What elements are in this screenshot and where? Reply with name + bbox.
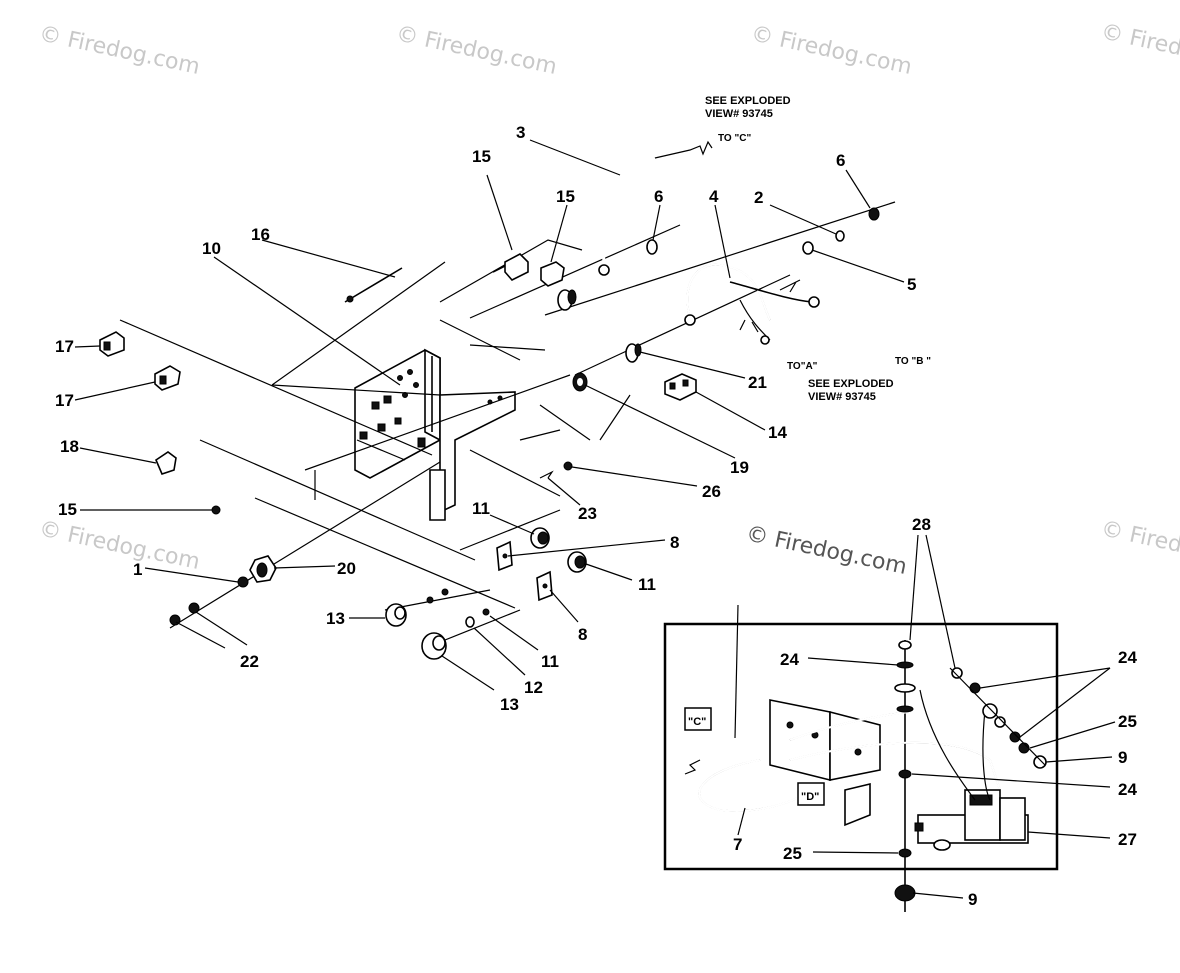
callout-24-lower: 24	[1118, 780, 1137, 799]
callout-5: 5	[907, 275, 916, 294]
callout-24: 24	[780, 650, 799, 669]
inset-detail	[663, 622, 1059, 912]
callout-1: 1	[133, 560, 142, 579]
part-14-connector	[664, 373, 697, 401]
part-12-washer	[465, 616, 475, 628]
inset-leader-lines	[734, 534, 1116, 899]
callout-28: 28	[912, 515, 931, 534]
part-21-bushing	[625, 343, 642, 363]
part-washer	[426, 596, 434, 604]
part-11-washer	[482, 608, 490, 616]
part-3-cable	[598, 140, 713, 276]
callout-20: 20	[337, 559, 356, 578]
part-4-harness	[684, 263, 820, 345]
callout-11-right: 11	[638, 575, 656, 594]
callout-13: 13	[326, 609, 345, 628]
callout-26: 26	[702, 482, 721, 501]
note-see-exploded-top: SEE EXPLODED	[705, 95, 791, 107]
callout-8: 8	[670, 533, 679, 552]
inset-label-d: "D"	[801, 791, 819, 803]
callout-9-bottom: 9	[968, 890, 977, 909]
watermark: © Firedog.com	[1099, 516, 1180, 574]
callout-6: 6	[654, 187, 663, 206]
watermark: © Firedog.com	[749, 21, 914, 79]
callout-15: 15	[472, 147, 491, 166]
callout-3: 3	[516, 123, 525, 142]
callout-25-lower: 25	[783, 844, 802, 863]
callout-18: 18	[60, 437, 79, 456]
callout-24-right: 24	[1118, 648, 1137, 667]
callout-22: 22	[240, 652, 259, 671]
assembly-lines	[119, 201, 896, 649]
part-8-plate	[496, 540, 513, 572]
note-to-a: TO"A"	[787, 361, 818, 372]
callout-27: 27	[1118, 830, 1137, 849]
part-17-clip-upper	[99, 331, 125, 357]
watermark: © Firedog.com	[1099, 19, 1180, 77]
part-6-washer-right	[868, 207, 880, 221]
callout-19: 19	[730, 458, 749, 477]
part-16-rod	[344, 267, 403, 303]
part-6-washer	[646, 239, 658, 255]
note-see-exploded-mid: SEE EXPLODED	[808, 378, 894, 390]
watermark: © Firedog.com	[37, 516, 202, 574]
callout-15-b: 15	[556, 187, 575, 206]
callout-8-lower: 8	[578, 625, 587, 644]
part-13-knob	[385, 603, 407, 627]
part-11-knob	[530, 527, 550, 549]
main-bracket	[354, 348, 516, 521]
part-15-switch	[492, 253, 529, 281]
part-22-nut	[188, 602, 200, 614]
note-view-number-top: VIEW# 93745	[705, 108, 773, 120]
callout-23: 23	[578, 504, 597, 523]
watermark-main: © Firedog.com	[744, 521, 909, 579]
note-view-number-mid: VIEW# 93745	[808, 391, 876, 403]
part-1-nut	[237, 576, 249, 588]
part-18-clip	[155, 451, 177, 475]
note-to-c: TO "C"	[718, 133, 751, 144]
part-17-clip-lower	[154, 365, 181, 391]
part-20-bushing	[249, 555, 277, 583]
part-5-washer	[802, 241, 814, 255]
callout-17-lower: 17	[55, 391, 74, 410]
inset-label-c: "C"	[688, 716, 706, 728]
callout-25: 25	[1118, 712, 1137, 731]
callout-7: 7	[733, 835, 742, 854]
callout-10: 10	[202, 239, 221, 258]
callout-11-lower: 11	[541, 652, 559, 671]
part-bushing	[557, 289, 577, 311]
callout-12: 12	[524, 678, 543, 697]
callout-11: 11	[472, 499, 490, 518]
watermark: © Firedog.com	[37, 21, 202, 79]
callout-2: 2	[754, 188, 763, 207]
leader-lines	[74, 139, 905, 691]
note-to-b: TO "B "	[895, 356, 931, 367]
callout-9: 9	[1118, 748, 1127, 767]
callout-14: 14	[768, 423, 787, 442]
part-26-nut	[563, 461, 573, 471]
callout-6-right: 6	[836, 151, 845, 170]
callout-16: 16	[251, 225, 270, 244]
part-2-washer	[835, 230, 845, 242]
part-23-spring	[539, 470, 554, 479]
callout-15-left: 15	[58, 500, 77, 519]
part-19-grommet	[572, 372, 588, 392]
callout-17: 17	[55, 337, 74, 356]
part-15-nut	[211, 505, 221, 515]
callout-13-lower: 13	[500, 695, 519, 714]
part-8-plate-b	[536, 570, 553, 602]
callout-4: 4	[709, 187, 719, 206]
callout-21: 21	[748, 373, 767, 392]
part-washer	[441, 588, 449, 596]
part-11-knob-b	[567, 551, 587, 573]
part-13-knob-b	[421, 632, 447, 660]
part-15-switch-b	[540, 261, 565, 287]
watermark: © Firedog.com	[394, 21, 559, 79]
